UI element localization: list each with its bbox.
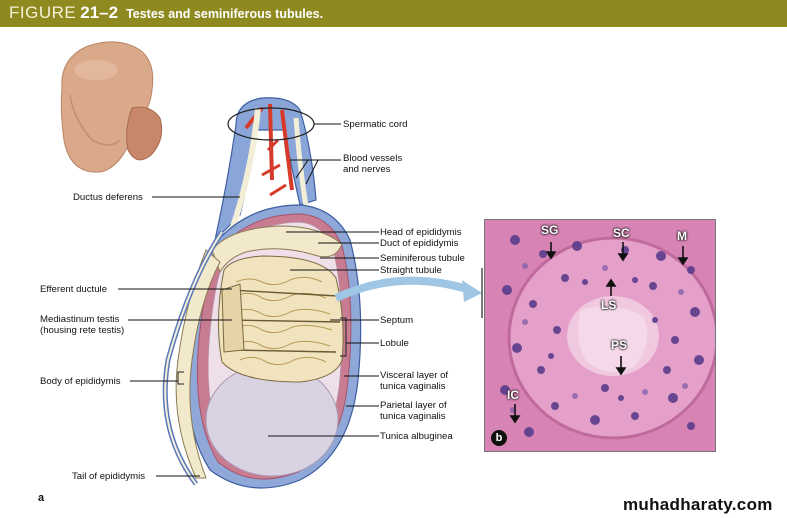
- label-head-of-epididymis: Head of epididymis: [380, 227, 462, 238]
- micro-label-ls: LS: [601, 298, 617, 312]
- micro-label-ps: PS: [611, 338, 628, 352]
- label-tunica-albuginea: Tunica albuginea: [380, 431, 453, 442]
- label-ductus-deferens: Ductus deferens: [73, 192, 143, 203]
- leader-lines: [118, 123, 379, 477]
- label-septum: Septum: [380, 315, 414, 326]
- external-scrotum-illustration: [60, 41, 163, 173]
- label-blood-vessels-line2: and nerves: [343, 164, 391, 175]
- micro-label-sg: SG: [541, 223, 559, 237]
- label-efferent-ductule: Efferent ductule: [40, 284, 108, 295]
- micrograph-image: [485, 220, 715, 451]
- label-parietal-line2: tunica vaginalis: [380, 411, 446, 422]
- label-body-of-epididymis: Body of epididymis: [40, 376, 121, 387]
- label-blood-vessels-line1: Blood vessels: [343, 153, 403, 164]
- label-mediastinum-line2: (housing rete testis): [40, 325, 125, 336]
- label-visceral-line1: Visceral layer of: [380, 370, 449, 381]
- label-mediastinum-line1: Mediastinum testis: [40, 314, 120, 325]
- label-tail-of-epididymis: Tail of epididymis: [72, 471, 146, 482]
- label-visceral-line2: tunica vaginalis: [380, 381, 446, 392]
- figure-number: 21–2: [80, 3, 119, 22]
- site-watermark: muhadharaty.com: [623, 495, 773, 514]
- micro-label-sc: SC: [613, 226, 630, 240]
- label-spermatic-cord: Spermatic cord: [343, 119, 408, 130]
- label-seminiferous-tubule: Seminiferous tubule: [380, 253, 465, 264]
- panel-a-letter: a: [38, 492, 45, 504]
- panel-b-letter: b: [491, 430, 507, 446]
- label-mediastinum-testis: Mediastinum testis (housing rete testis): [40, 314, 124, 336]
- micro-label-ic: IC: [507, 388, 519, 402]
- testis-illustration: [162, 204, 362, 489]
- micro-label-m: M: [677, 229, 687, 243]
- micrograph-panel: SG SC M LS PS IC b: [484, 219, 716, 452]
- label-duct-of-epididymis: Duct of epididymis: [380, 238, 459, 249]
- label-parietal-line1: Parietal layer of: [380, 400, 447, 411]
- label-lobule: Lobule: [380, 338, 409, 349]
- figure-word: FIGURE: [9, 3, 77, 22]
- label-blood-vessels: Blood vessels and nerves: [343, 153, 402, 175]
- figure-title: Testes and seminiferous tubules.: [126, 7, 324, 21]
- spermatic-cord-illustration: [213, 97, 317, 242]
- label-visceral-layer: Visceral layer of tunica vaginalis: [380, 370, 448, 392]
- label-straight-tubule: Straight tubule: [380, 265, 442, 276]
- label-parietal-layer: Parietal layer of tunica vaginalis: [380, 400, 447, 422]
